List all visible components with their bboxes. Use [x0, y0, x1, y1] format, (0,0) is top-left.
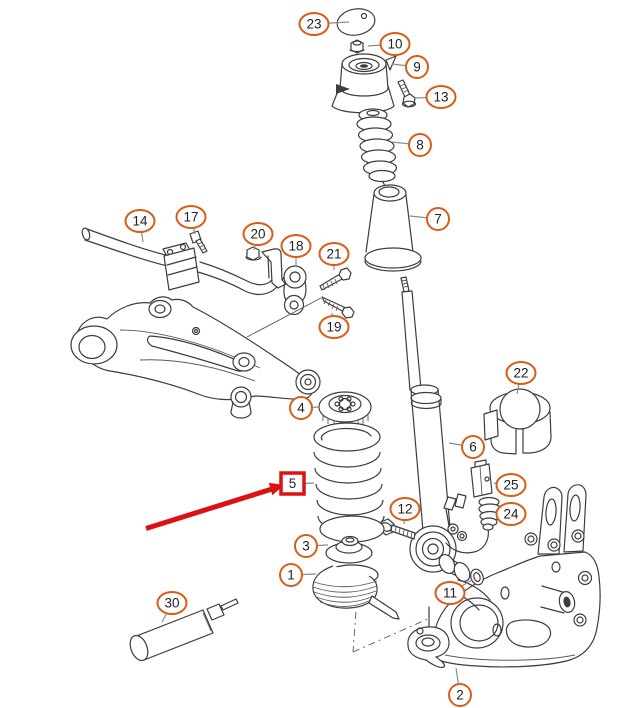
- callout-label: 18: [288, 239, 303, 254]
- callout-label: 21: [326, 247, 341, 262]
- part-spring-pad: [325, 535, 373, 564]
- callout-label: 10: [387, 37, 402, 52]
- callout-label: 1: [287, 568, 295, 583]
- part-stabilizer-bushing-clamp: [162, 242, 200, 291]
- part-stabilizer-link: [283, 265, 307, 316]
- callout-8-bump-stop[interactable]: 8: [391, 133, 432, 157]
- callout-4-spring-adjuster[interactable]: 4: [289, 396, 320, 420]
- part-cap: [336, 8, 376, 36]
- highlight-box: [279, 471, 306, 496]
- callout-24-sensor[interactable]: 24: [495, 502, 527, 526]
- part-bump-stop: [356, 108, 398, 191]
- callout-label: 9: [413, 60, 421, 75]
- callout-label: 20: [250, 227, 265, 242]
- part-grease-tube: [129, 598, 239, 662]
- callout-label: 22: [513, 366, 528, 381]
- callout-6-shock-absorber[interactable]: 6: [448, 435, 485, 459]
- callout-19-bolt[interactable]: 19: [318, 312, 350, 339]
- callout-label: 13: [433, 90, 448, 105]
- part-strut-mount: [331, 53, 397, 114]
- part-dust-tube: [364, 184, 422, 272]
- callout-23-cap[interactable]: 23: [298, 12, 350, 36]
- part-shock-absorber: [400, 276, 471, 583]
- part-bolt-21: [319, 267, 352, 291]
- callout-13-bolt[interactable]: 13: [414, 85, 457, 109]
- part-sensor: [445, 496, 502, 554]
- callout-7-dust-tube[interactable]: 7: [409, 207, 450, 231]
- callout-18-stabilizer-link[interactable]: 18: [280, 234, 312, 267]
- highlight-arrow: [145, 486, 273, 531]
- callout-label: 5: [289, 476, 297, 491]
- callout-22-clamp-bracket[interactable]: 22: [505, 361, 537, 395]
- callout-label: 4: [297, 401, 305, 416]
- part-sensor-bracket: [443, 493, 468, 542]
- part-nut-20: [245, 246, 262, 261]
- callout-label: 17: [183, 210, 198, 225]
- callout-label: 7: [434, 212, 442, 227]
- callout-30-grease-tube[interactable]: 30: [156, 591, 188, 623]
- callout-label: 3: [302, 539, 310, 554]
- part-bar-end-bracket: [261, 248, 287, 289]
- callout-label: 14: [132, 214, 148, 229]
- part-bolt-12: [379, 518, 416, 540]
- part-bolt-17: [189, 230, 208, 254]
- part-clamp-bracket: [483, 388, 552, 455]
- callout-label: 11: [443, 586, 457, 601]
- callout-label: 30: [164, 596, 179, 611]
- callout-21-bolt[interactable]: 21: [318, 242, 350, 270]
- callout-2-wheel-carrier[interactable]: 2: [448, 667, 472, 707]
- callout-label: 12: [397, 502, 412, 517]
- highlighted-callout-5-coil-spring[interactable]: 5: [145, 471, 315, 531]
- callout-label: 25: [503, 478, 518, 493]
- part-control-arm: [70, 296, 321, 419]
- callout-label: 23: [306, 17, 321, 32]
- part-coil-spring: [313, 422, 385, 543]
- callout-1-lower-spring-seat[interactable]: 1: [279, 563, 317, 587]
- part-wheel-carrier: [431, 484, 601, 668]
- callout-3-spring-pad[interactable]: 3: [294, 534, 329, 558]
- part-nut-10: [349, 39, 365, 54]
- part-lower-spring-seat: [312, 564, 400, 620]
- callout-10-nut[interactable]: 10: [367, 32, 411, 56]
- part-washer: [470, 568, 484, 586]
- part-bolt-13: [397, 79, 417, 108]
- callout-label: 6: [469, 440, 477, 455]
- part-bolt-19: [246, 296, 355, 338]
- callout-label: 2: [456, 688, 464, 703]
- callout-label: 24: [503, 507, 519, 522]
- callout-label: 19: [326, 320, 341, 335]
- callout-20-nut[interactable]: 20: [242, 222, 274, 251]
- callout-12-bolt[interactable]: 12: [389, 497, 421, 525]
- part-connector-plug: [470, 459, 493, 498]
- callout-label: 8: [416, 138, 424, 153]
- callout-11-washer[interactable]: 11: [434, 579, 473, 605]
- callout-25-connector-plug[interactable]: 25: [493, 473, 527, 497]
- part-spring-perch: [352, 606, 450, 669]
- callout-9-strut-mount[interactable]: 9: [391, 55, 429, 79]
- callout-17-bolt[interactable]: 17: [175, 205, 207, 235]
- callout-14-stabilizer-bar[interactable]: 14: [124, 209, 156, 243]
